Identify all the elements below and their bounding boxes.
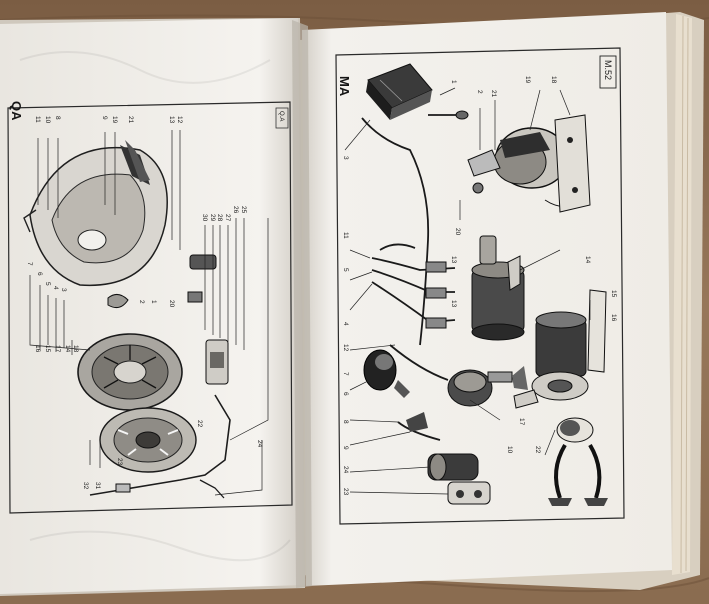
slave-cylinder-drawing	[107, 254, 229, 385]
callout-number: 24	[342, 466, 349, 474]
right-callouts: 1 2 21 19 18 3 20 11 13 14 5 4 15 16 12 …	[342, 76, 617, 496]
callout-number: 1	[150, 300, 157, 304]
callout-number: 31	[94, 482, 101, 490]
callout-number: 29	[209, 214, 216, 222]
plate-number: M.52	[603, 60, 613, 80]
callout-number: 28	[216, 214, 223, 222]
callout-number: 13	[450, 300, 457, 308]
clutch-cover-drawing	[77, 333, 183, 411]
spine-shadow	[292, 20, 312, 588]
alternator-drawing	[467, 114, 591, 213]
callout-number: 15	[44, 345, 51, 353]
callout-number: 18	[72, 345, 79, 353]
left-section-code: QA	[9, 101, 24, 121]
callout-number: 22	[196, 420, 203, 428]
callout-number: 18	[550, 76, 557, 84]
right-plate: MA M.52	[335, 47, 625, 525]
callout-number: 32	[82, 482, 89, 490]
clutch-disc-drawing	[99, 407, 197, 473]
callout-number: 9	[342, 446, 349, 450]
callout-number: 3	[60, 288, 67, 292]
callout-number: 19	[111, 116, 118, 124]
callout-number: 12	[176, 116, 183, 124]
distributor-drawing	[447, 366, 539, 409]
callout-number: 21	[127, 116, 134, 124]
coil-drawing	[363, 349, 428, 432]
callout-number: 4	[342, 322, 349, 326]
callout-number: 8	[342, 420, 349, 424]
callout-number: 1	[450, 80, 457, 84]
callout-number: 4	[52, 286, 59, 290]
callout-number: 17	[54, 345, 61, 353]
starter-motor-drawing	[471, 235, 525, 341]
callout-number: 8	[54, 116, 61, 120]
callout-number: 13	[450, 256, 457, 264]
callout-number: 2	[138, 300, 145, 304]
callout-number: 23	[116, 458, 123, 466]
callout-number: 12	[342, 344, 349, 352]
callout-number: 17	[518, 418, 525, 426]
callout-number: 16	[610, 314, 617, 322]
right-section-code: MA	[337, 76, 352, 97]
solenoid-drawing	[531, 289, 607, 401]
callout-number: 7	[26, 262, 33, 266]
bleed-through-artwork	[19, 51, 291, 562]
wiper-motor-drawing	[427, 453, 491, 505]
callout-number: 13	[168, 116, 175, 124]
left-corner-code: Q.A	[278, 111, 284, 121]
callout-number: 21	[490, 90, 497, 98]
callout-number: 6	[36, 272, 43, 276]
callout-number: 22	[534, 446, 541, 454]
callout-number: 2	[476, 90, 483, 94]
callout-number: 14	[64, 345, 71, 353]
callout-number: 19	[524, 76, 531, 84]
regulator-drawing	[366, 63, 433, 120]
callout-number: 7	[342, 372, 349, 376]
callout-number: 5	[44, 282, 51, 286]
callout-number: 30	[201, 214, 208, 222]
callout-number: 27	[224, 214, 231, 222]
left-plate: QA Q.A	[7, 101, 293, 514]
callout-number: 11	[34, 116, 41, 123]
callout-number: 5	[342, 268, 349, 272]
callout-number: 24	[256, 440, 263, 448]
left-callouts: 11 10 8 9 21 19 13 12 30 29 28 27 26 25 …	[26, 116, 263, 490]
callout-number: 23	[342, 488, 349, 496]
callout-number: 11	[342, 232, 349, 239]
callout-number: 6	[342, 392, 349, 396]
callout-number: 10	[44, 116, 51, 124]
callout-number: 20	[454, 228, 461, 236]
callout-number: 15	[610, 290, 617, 298]
callout-number: 14	[584, 256, 591, 264]
callout-number: 10	[506, 446, 513, 454]
callout-number: 16	[34, 345, 41, 353]
bellhousing-drawing	[23, 140, 168, 287]
callout-number: 3	[342, 156, 349, 160]
callout-number: 26	[232, 206, 239, 214]
callout-number: 9	[101, 116, 108, 120]
callout-number: 20	[168, 300, 175, 308]
horns-drawing	[548, 417, 608, 506]
callout-number: 25	[240, 206, 247, 214]
